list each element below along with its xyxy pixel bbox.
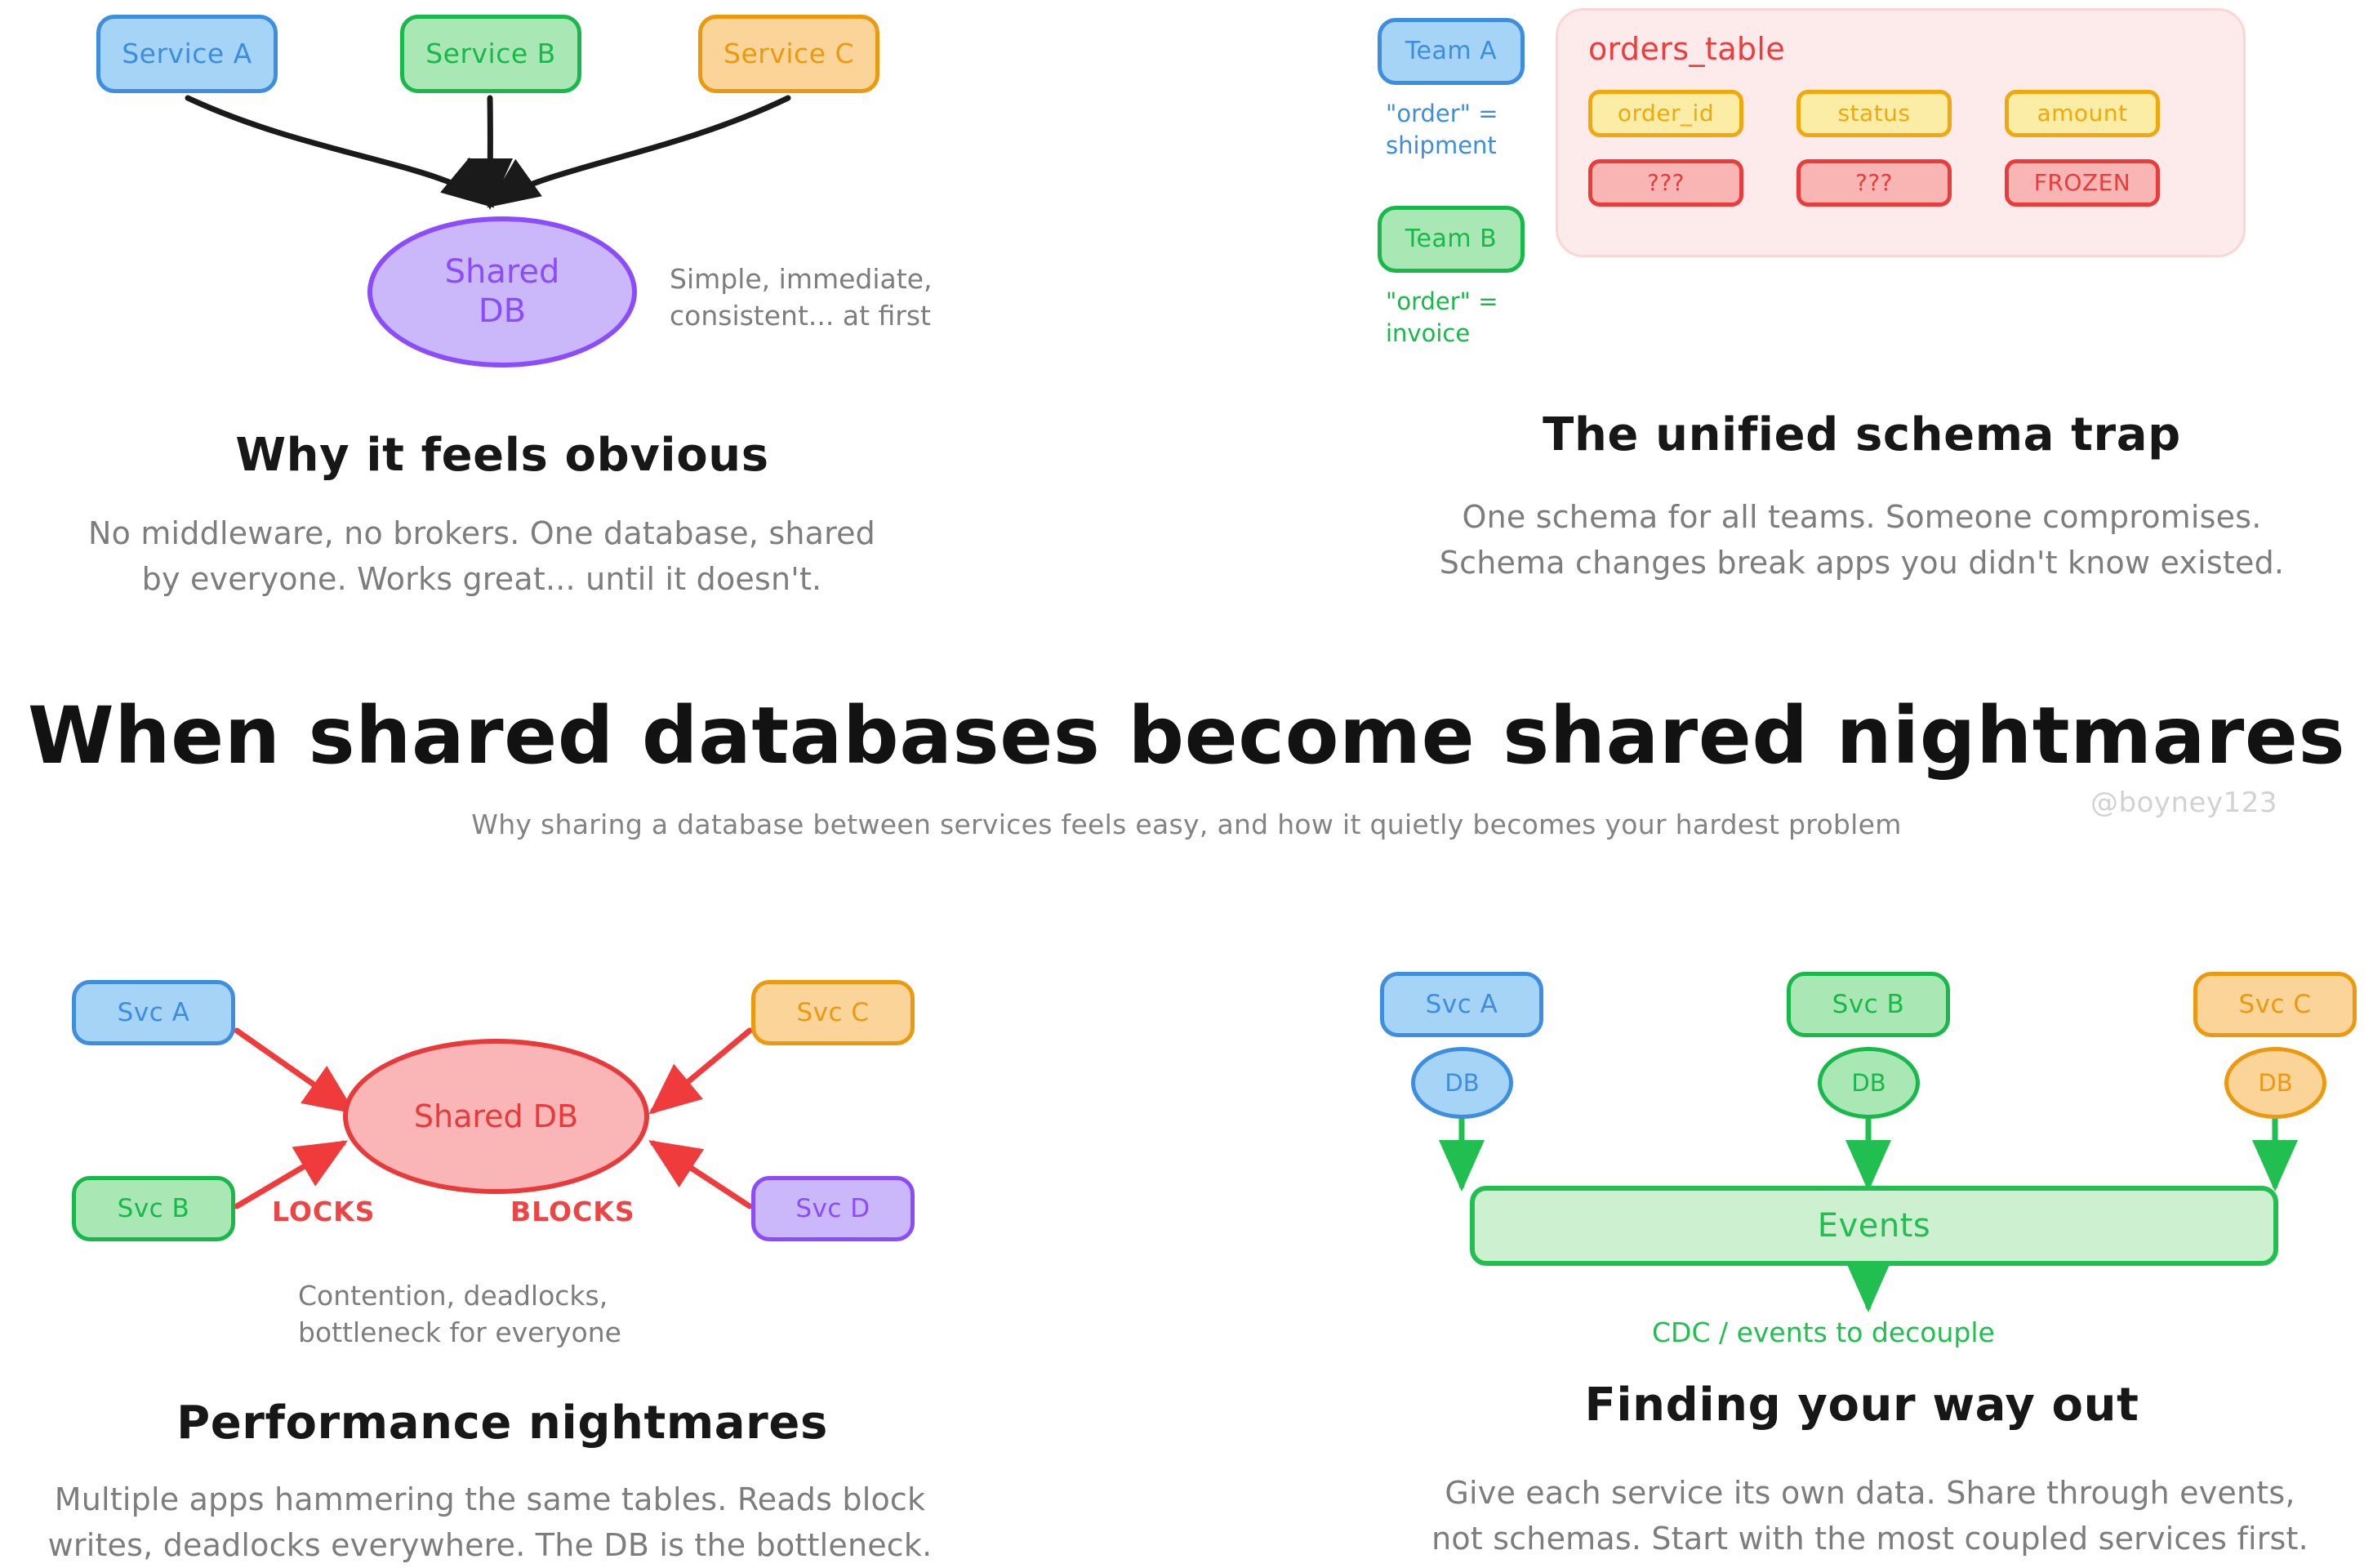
panel-title-way-out: Finding your way out bbox=[1584, 1379, 2139, 1432]
note-line-2: consistent... at first bbox=[670, 299, 931, 332]
page-title: When shared databases become shared nigh… bbox=[27, 690, 2346, 782]
node-label: Team B bbox=[1405, 225, 1498, 254]
events-label: Events bbox=[1817, 1207, 1931, 1245]
node-service-a[interactable]: Service A bbox=[96, 15, 278, 93]
node-team-a[interactable]: Team A bbox=[1378, 18, 1525, 85]
table-value-status[interactable]: ??? bbox=[1796, 159, 1952, 207]
note-line-2: bottleneck for everyone bbox=[298, 1316, 621, 1348]
node-svc-a-perf[interactable]: Svc A bbox=[72, 980, 235, 1045]
node-label: Service C bbox=[723, 37, 854, 69]
node-label: Svc B bbox=[1832, 989, 1905, 1019]
node-svc-b-out[interactable]: Svc B bbox=[1787, 972, 1950, 1037]
db-label: DB bbox=[2258, 1068, 2293, 1097]
panel-title-schema-trap: The unified schema trap bbox=[1543, 408, 2181, 461]
node-shared-db-top[interactable]: Shared DB bbox=[367, 216, 637, 368]
node-label: Svc B bbox=[117, 1193, 190, 1223]
node-label: Service A bbox=[122, 37, 252, 69]
note-line-1: Contention, deadlocks, bbox=[298, 1280, 608, 1312]
table-column-order-id[interactable]: order_id bbox=[1588, 90, 1743, 137]
note-line-2: invoice bbox=[1386, 319, 1471, 348]
node-label: Svc C bbox=[2238, 989, 2312, 1019]
note-team-b-order-meaning: "order" = invoice bbox=[1386, 286, 1498, 350]
cell-label: ??? bbox=[1646, 169, 1685, 197]
db-label: DB bbox=[1445, 1068, 1480, 1097]
shared-db-line1: Shared bbox=[444, 253, 560, 292]
panel-title-why-obvious: Why it feels obvious bbox=[235, 429, 769, 482]
shared-db-label: Shared DB bbox=[413, 1098, 579, 1134]
cell-label: ??? bbox=[1854, 169, 1894, 197]
node-events-bus[interactable]: Events bbox=[1470, 1186, 2278, 1266]
node-label: Svc C bbox=[796, 997, 870, 1027]
node-svc-b-perf[interactable]: Svc B bbox=[72, 1176, 235, 1241]
node-label: Svc A bbox=[117, 997, 190, 1027]
node-db-c-out[interactable]: DB bbox=[2224, 1047, 2326, 1119]
panel-caption-performance: Multiple apps hammering the same tables.… bbox=[0, 1477, 980, 1568]
node-svc-a-out[interactable]: Svc A bbox=[1380, 972, 1543, 1037]
node-db-a-out[interactable]: DB bbox=[1411, 1047, 1513, 1119]
note-contention-deadlocks: Contention, deadlocks, bottleneck for ev… bbox=[298, 1278, 621, 1351]
node-label: Svc D bbox=[795, 1193, 870, 1223]
caption-line-2: by everyone. Works great... until it doe… bbox=[141, 561, 822, 598]
note-simple-immediate: Simple, immediate, consistent... at firs… bbox=[670, 261, 933, 334]
note-line-1: "order" = bbox=[1386, 287, 1498, 315]
node-svc-c-out[interactable]: Svc C bbox=[2193, 972, 2357, 1037]
caption-line-1: Multiple apps hammering the same tables.… bbox=[54, 1481, 926, 1517]
node-svc-c-perf[interactable]: Svc C bbox=[751, 980, 915, 1045]
panel-caption-why-obvious: No middleware, no brokers. One database,… bbox=[0, 510, 964, 602]
panel-caption-schema-trap: One schema for all teams. Someone compro… bbox=[1372, 494, 2352, 586]
panel-title-performance: Performance nightmares bbox=[176, 1396, 828, 1450]
caption-line-1: Give each service its own data. Share th… bbox=[1445, 1475, 2295, 1511]
caption-line-2: not schemas. Start with the most coupled… bbox=[1431, 1521, 2308, 1557]
cell-label: order_id bbox=[1617, 100, 1715, 127]
table-value-amount[interactable]: FROZEN bbox=[2005, 159, 2160, 207]
node-svc-d-perf[interactable]: Svc D bbox=[751, 1176, 915, 1241]
node-label: Service B bbox=[425, 37, 556, 69]
node-service-c[interactable]: Service C bbox=[698, 15, 879, 93]
page-subtitle: Why sharing a database between services … bbox=[471, 808, 1902, 840]
table-column-amount[interactable]: amount bbox=[2005, 90, 2160, 137]
note-line-2: shipment bbox=[1386, 131, 1497, 160]
caption-line-2: Schema changes break apps you didn't kno… bbox=[1439, 545, 2285, 581]
panel1-edges bbox=[185, 95, 791, 210]
node-service-b[interactable]: Service B bbox=[400, 15, 581, 93]
caption-line-2: writes, deadlocks everywhere. The DB is … bbox=[47, 1527, 933, 1564]
node-shared-db-perf[interactable]: Shared DB bbox=[343, 1039, 649, 1194]
cell-label: status bbox=[1837, 100, 1911, 127]
cell-label: FROZEN bbox=[2033, 169, 2131, 197]
node-db-b-out[interactable]: DB bbox=[1818, 1047, 1920, 1119]
edge-label-locks: LOCKS bbox=[272, 1196, 376, 1227]
note-team-a-order-meaning: "order" = shipment bbox=[1386, 98, 1498, 162]
caption-line-1: No middleware, no brokers. One database,… bbox=[87, 515, 876, 551]
node-team-b[interactable]: Team B bbox=[1378, 206, 1525, 273]
note-line-1: "order" = bbox=[1386, 100, 1498, 127]
table-value-order-id[interactable]: ??? bbox=[1588, 159, 1743, 207]
node-label: Team A bbox=[1405, 37, 1498, 66]
edge-label-blocks: BLOCKS bbox=[510, 1196, 635, 1227]
cell-label: amount bbox=[2037, 100, 2128, 127]
caption-line-1: One schema for all teams. Someone compro… bbox=[1462, 499, 2262, 535]
note-line-1: Simple, immediate, bbox=[670, 263, 933, 295]
note-cdc-events: CDC / events to decouple bbox=[1652, 1316, 1995, 1348]
panel-caption-way-out: Give each service its own data. Share th… bbox=[1372, 1470, 2368, 1561]
node-label: Svc A bbox=[1425, 989, 1498, 1019]
orders-table-name: orders_table bbox=[1588, 31, 1786, 67]
shared-db-line2: DB bbox=[478, 292, 527, 330]
table-column-status[interactable]: status bbox=[1796, 90, 1952, 137]
author-watermark: @boyney123 bbox=[2090, 786, 2277, 819]
db-label: DB bbox=[1851, 1068, 1886, 1097]
